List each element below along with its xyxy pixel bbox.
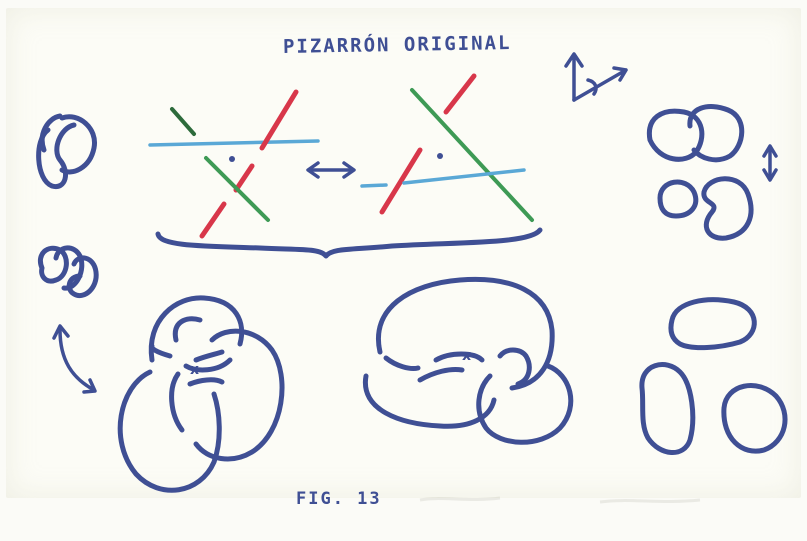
knot-diagram-left: x <box>117 295 285 493</box>
axis-glyph <box>564 52 628 102</box>
reidemeister-left <box>148 89 320 239</box>
dot-marker <box>437 153 443 159</box>
chain-link-small <box>38 245 99 298</box>
knot-diagram-middle: x <box>362 276 574 445</box>
crossing-marker: x <box>462 348 471 364</box>
page-smudges <box>419 496 701 504</box>
split-rings <box>657 176 754 241</box>
paper <box>6 8 801 498</box>
dot-marker <box>229 156 235 162</box>
double-arrow-middle <box>306 161 356 179</box>
unlinked-rings <box>639 297 788 455</box>
crossing-marker: x <box>190 362 199 378</box>
reidemeister-right <box>360 73 534 222</box>
double-arrow-left <box>52 324 97 394</box>
curly-brace <box>155 227 543 259</box>
linked-rings <box>646 104 745 163</box>
hopf-link-small <box>36 113 97 190</box>
double-arrow-right <box>762 144 778 182</box>
figure-label: FIG. 13 <box>296 489 382 509</box>
